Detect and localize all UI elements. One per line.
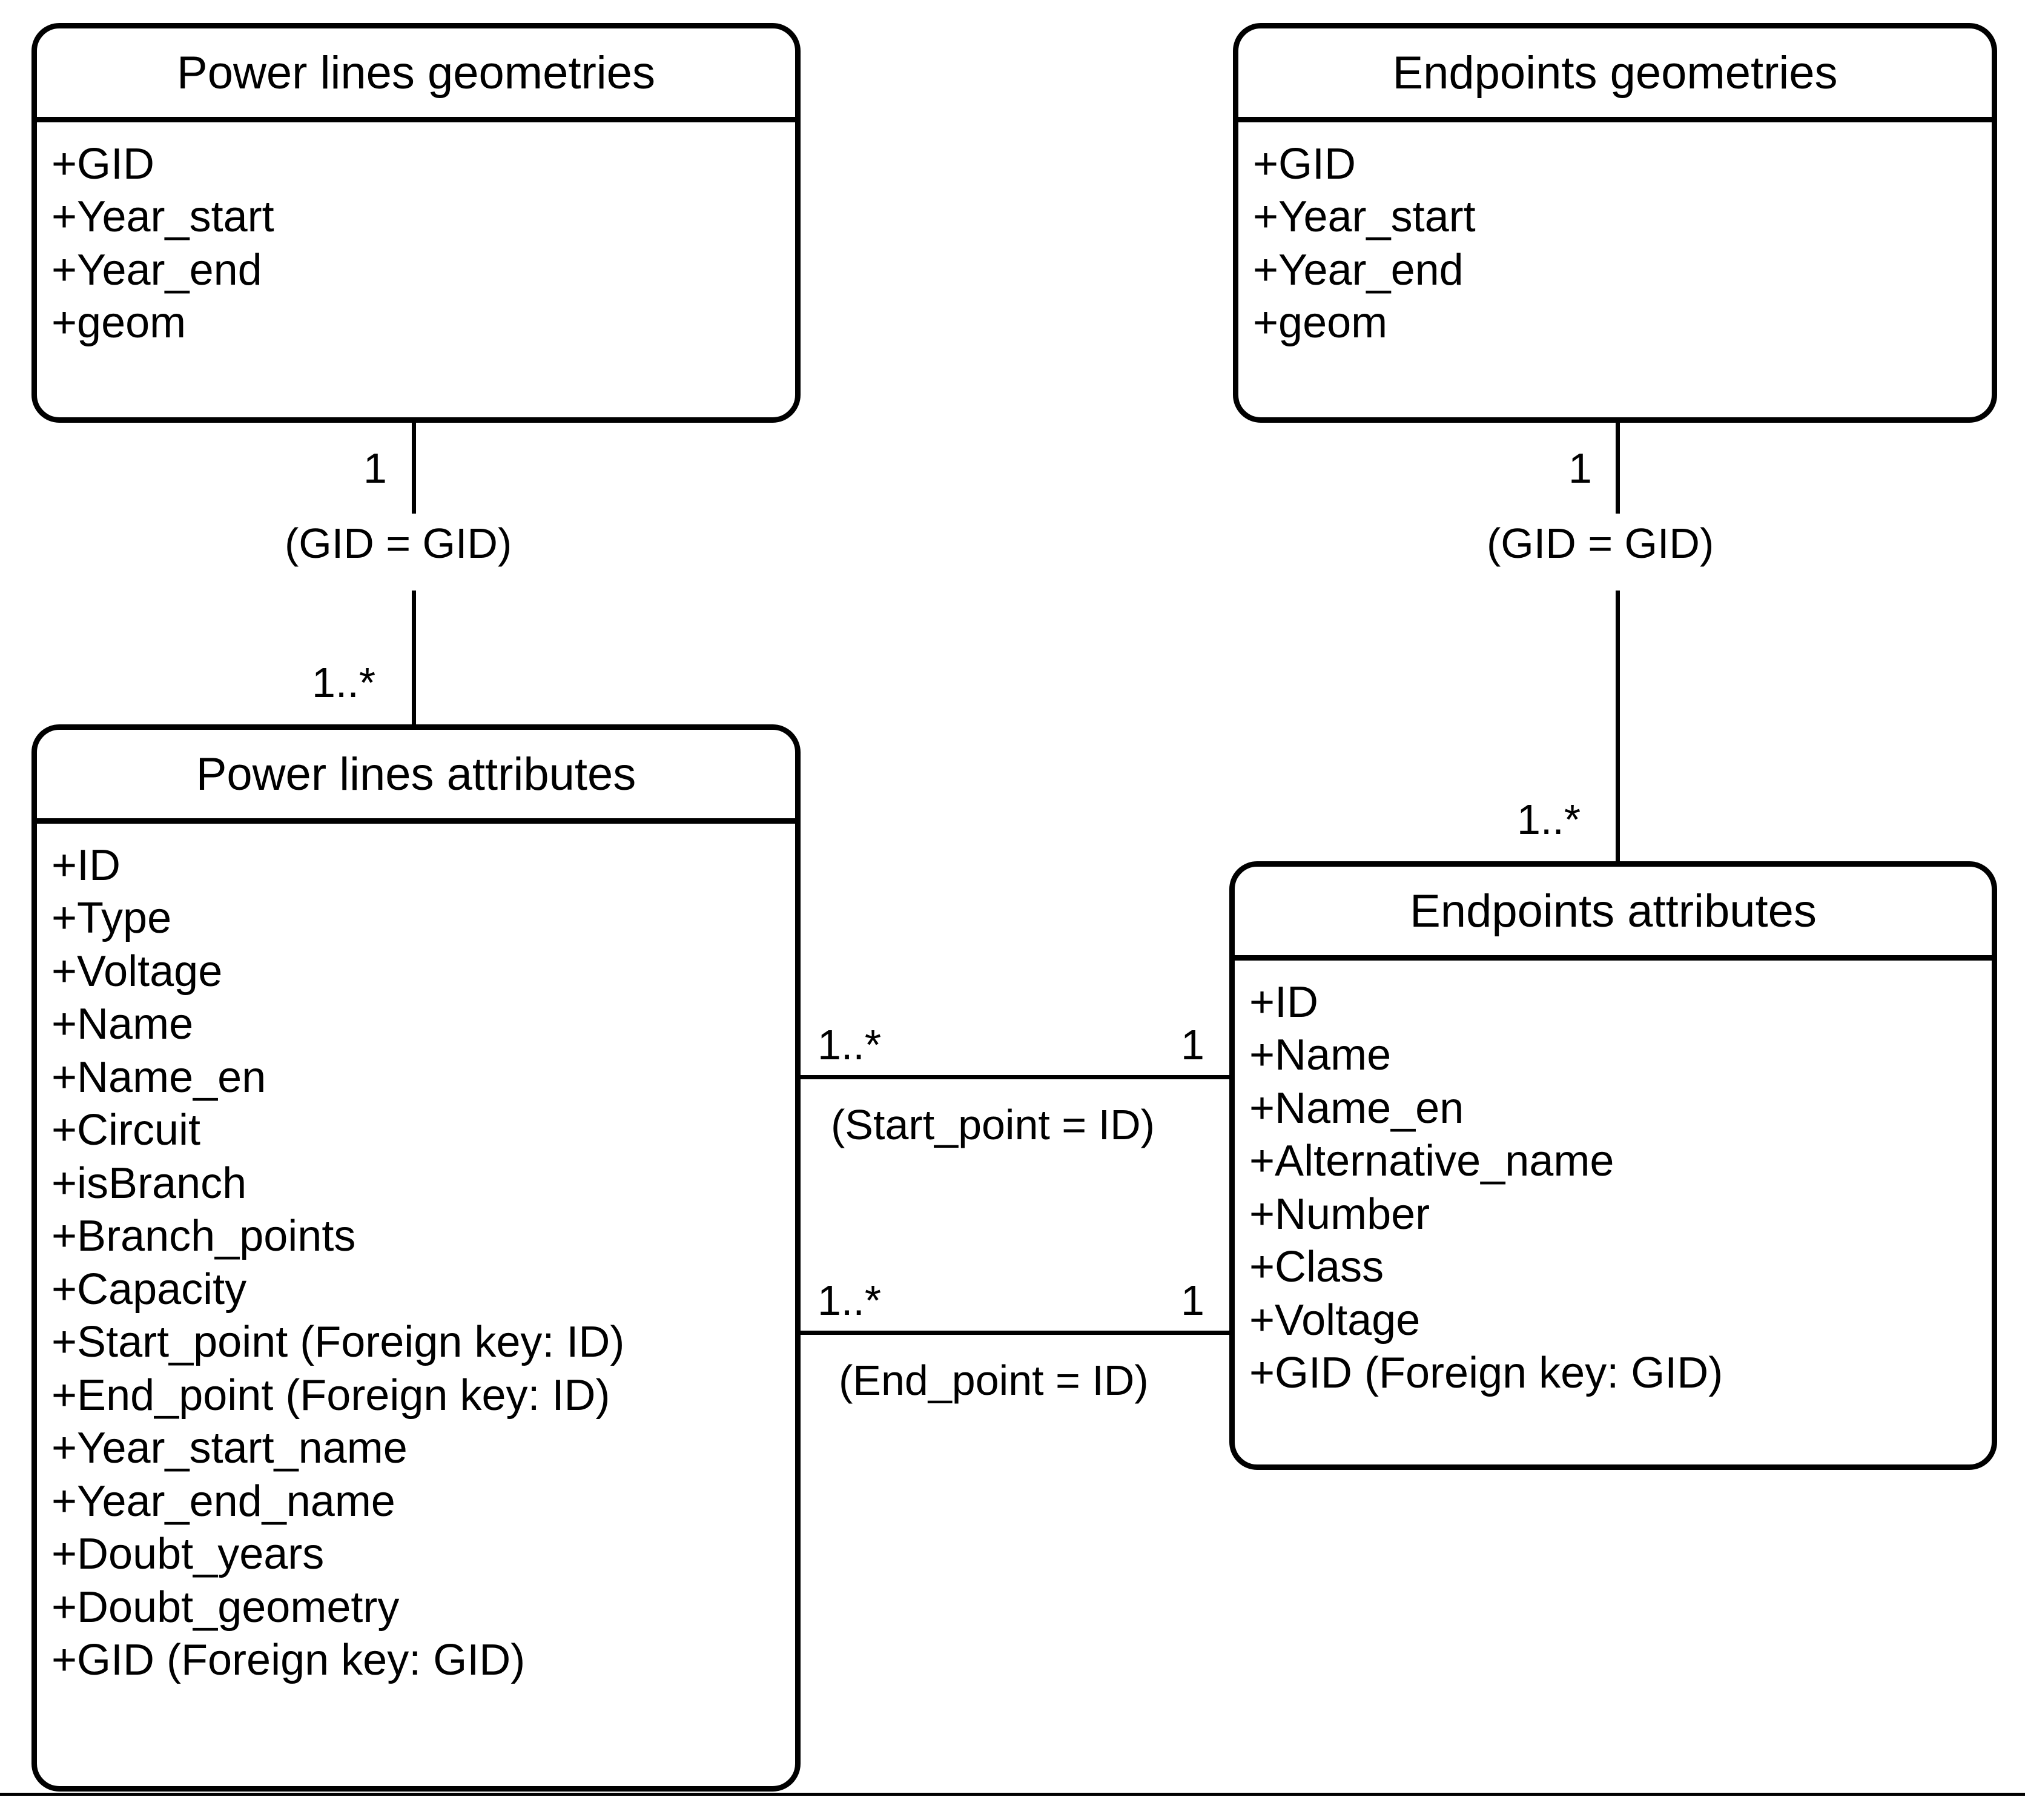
attribute-row: +Year_end — [51, 245, 262, 294]
association-line-epg-epa-lower — [1616, 591, 1620, 862]
attribute-row: +Type — [51, 894, 172, 943]
class-attributes-power-lines-geometries: +GID +Year_start +Year_end +geom — [37, 122, 795, 366]
attribute-row: +GID (Foreign key: GID) — [1249, 1349, 1723, 1398]
class-title-power-lines-attributes: Power lines attributes — [37, 730, 795, 824]
attribute-row: +Year_start_name — [51, 1424, 408, 1473]
attribute-row: +Name — [1249, 1031, 1392, 1080]
association-label-end-point: (End_point = ID) — [839, 1357, 1149, 1404]
attribute-row: +GID — [1253, 140, 1356, 188]
attribute-row: +Year_end_name — [51, 1477, 395, 1526]
multiplicity-epg-epa-source: 1 — [1568, 445, 1592, 492]
attribute-row: +Year_start — [51, 193, 274, 242]
association-line-epg-epa-upper — [1616, 423, 1620, 514]
attribute-row: +Alternative_name — [1249, 1137, 1614, 1186]
attribute-row: +GID (Foreign key: GID) — [51, 1636, 526, 1685]
class-attributes-endpoints-geometries: +GID +Year_start +Year_end +geom — [1238, 122, 1992, 366]
attribute-row: +Circuit — [51, 1106, 201, 1155]
association-label-epg-epa: (GID = GID) — [1487, 520, 1714, 567]
class-box-endpoints-geometries[interactable]: Endpoints geometries +GID +Year_start +Y… — [1233, 23, 1997, 423]
attribute-row: +Voltage — [1249, 1296, 1421, 1345]
attribute-row: +ID — [1249, 978, 1319, 1027]
attribute-row: +GID — [51, 140, 155, 188]
attribute-row: +Name_en — [51, 1053, 266, 1102]
association-line-end-point — [799, 1331, 1233, 1335]
attribute-row: +Year_start — [1253, 193, 1476, 242]
class-title-power-lines-geometries: Power lines geometries — [37, 28, 795, 122]
attribute-row: +Number — [1249, 1190, 1430, 1239]
attribute-row: +Name_en — [1249, 1084, 1464, 1133]
attribute-row: +Class — [1249, 1243, 1384, 1292]
association-line-plg-pla-upper — [412, 423, 416, 514]
attribute-row: +Branch_points — [51, 1212, 356, 1261]
attribute-row: +Start_point (Foreign key: ID) — [51, 1318, 625, 1367]
association-line-plg-pla-lower — [412, 591, 416, 725]
attribute-row: +geom — [51, 299, 187, 348]
attribute-row: +Doubt_geometry — [51, 1583, 400, 1632]
attribute-row: +Voltage — [51, 947, 223, 996]
class-attributes-power-lines-attributes: +ID +Type +Voltage +Name +Name_en +Circu… — [37, 824, 795, 1703]
association-label-plg-pla: (GID = GID) — [285, 520, 512, 567]
class-box-power-lines-geometries[interactable]: Power lines geometries +GID +Year_start … — [31, 23, 801, 423]
class-box-endpoints-attributes[interactable]: Endpoints attributes +ID +Name +Name_en … — [1229, 861, 1997, 1470]
attribute-row: +geom — [1253, 299, 1388, 348]
class-title-endpoints-attributes: Endpoints attributes — [1235, 867, 1992, 961]
class-attributes-endpoints-attributes: +ID +Name +Name_en +Alternative_name +Nu… — [1235, 961, 1992, 1416]
attribute-row: +Name — [51, 1000, 194, 1049]
page-bottom-rule — [0, 1793, 2025, 1796]
association-line-start-point — [799, 1075, 1233, 1079]
association-label-start-point: (Start_point = ID) — [831, 1101, 1155, 1148]
multiplicity-plg-pla-target: 1..* — [312, 659, 376, 706]
attribute-row: +ID — [51, 841, 121, 890]
multiplicity-end-point-source: 1..* — [818, 1277, 882, 1324]
multiplicity-start-point-target: 1 — [1181, 1021, 1204, 1068]
attribute-row: +Doubt_years — [51, 1530, 325, 1579]
attribute-row: +Year_end — [1253, 245, 1464, 294]
multiplicity-epg-epa-target: 1..* — [1517, 796, 1581, 843]
attribute-row: +Capacity — [51, 1265, 247, 1314]
class-box-power-lines-attributes[interactable]: Power lines attributes +ID +Type +Voltag… — [31, 724, 801, 1792]
multiplicity-plg-pla-source: 1 — [363, 445, 387, 492]
attribute-row: +End_point (Foreign key: ID) — [51, 1371, 610, 1420]
class-title-endpoints-geometries: Endpoints geometries — [1238, 28, 1992, 122]
multiplicity-start-point-source: 1..* — [818, 1021, 882, 1068]
attribute-row: +isBranch — [51, 1159, 247, 1208]
multiplicity-end-point-target: 1 — [1181, 1277, 1204, 1324]
